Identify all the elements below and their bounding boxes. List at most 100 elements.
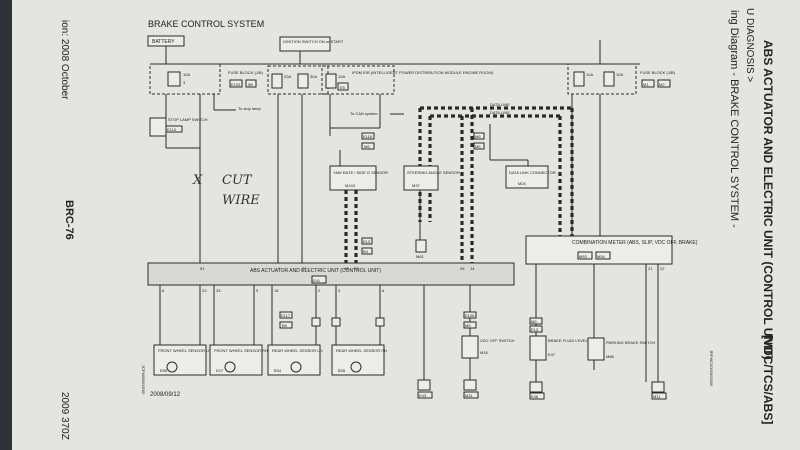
svg-text:M18: M18 (480, 350, 489, 355)
svg-text:M61: M61 (416, 254, 425, 259)
front-wheel-sensor-rh (209, 344, 263, 376)
svg-text:M11: M11 (653, 394, 661, 399)
svg-text:33: 33 (216, 288, 221, 293)
svg-text:M1: M1 (643, 82, 649, 87)
svg-text:E27: E27 (216, 368, 224, 373)
front-wheel-sensor-lh (153, 344, 207, 376)
svg-text:FRONT WHEEL SENSOR RH: FRONT WHEEL SENSOR RH (214, 348, 268, 353)
svg-text:E46: E46 (531, 394, 539, 399)
svg-text:M6: M6 (364, 144, 370, 149)
svg-text:2: 2 (318, 288, 321, 293)
svg-text:M88: M88 (606, 354, 615, 359)
ignition-label: IGNITION SWITCH ON or START (283, 39, 344, 44)
yaw-rate-sensor (329, 165, 377, 191)
binding-edge (0, 0, 12, 450)
parking-brake-switch (587, 337, 605, 361)
dlc-label: DATA LINK CONNECTOR (509, 170, 556, 175)
cut-text: CUT (222, 173, 253, 188)
svg-text:9: 9 (256, 288, 259, 293)
brake-fluid-level-switch (529, 335, 547, 361)
svg-text:E41: E41 (313, 278, 321, 283)
svg-text:M2: M2 (659, 82, 665, 87)
steering-angle-sensor (403, 165, 439, 191)
data-link-connector (505, 165, 549, 189)
svg-text:26: 26 (460, 266, 465, 271)
diagram-title: BRAKE CONTROL SYSTEM (148, 19, 264, 29)
svg-text:M6: M6 (531, 319, 537, 324)
left-code: JCFWB0000000 (141, 365, 146, 395)
svg-text:30A: 30A (310, 74, 317, 79)
svg-text:51: 51 (200, 266, 205, 271)
svg-text:18: 18 (274, 288, 279, 293)
svg-text:E43: E43 (419, 393, 427, 398)
svg-text:E103: E103 (231, 82, 241, 87)
ipdm-box (321, 65, 395, 95)
svg-text:M6: M6 (475, 134, 481, 139)
right-header-wiring: ing Diagram - BRAKE CONTROL SYSTEM - (728, 10, 740, 228)
edition-text: ion: 2008 October (59, 20, 70, 100)
meter-label: COMBINATION METER (ABS, SLIP, VDC OFF, B… (572, 240, 698, 246)
svg-text:B9: B9 (282, 323, 288, 328)
cut-mark: X (192, 173, 203, 188)
vdc-off-switch (461, 335, 479, 359)
svg-text:PARKING BRAKE SWITCH: PARKING BRAKE SWITCH (606, 340, 655, 345)
svg-text:E47: E47 (548, 352, 556, 357)
svg-text:25: 25 (354, 266, 359, 271)
svg-text:E110: E110 (167, 127, 177, 132)
ignition-switch-box (279, 36, 331, 52)
svg-text:1: 1 (278, 266, 281, 271)
yaw-label: YAW RATE / SIDE G SENSOR (333, 170, 388, 175)
fuse-block-right (567, 63, 637, 95)
wire-text: WIRE (222, 193, 260, 208)
svg-text:10A: 10A (338, 74, 345, 79)
fuse-group-mid (267, 65, 329, 95)
abs-actuator-unit (147, 262, 515, 286)
svg-text:M54: M54 (597, 254, 606, 259)
svg-text:10A: 10A (586, 72, 593, 77)
svg-text:5B: 5B (248, 82, 253, 87)
svg-text:E13: E13 (363, 239, 371, 244)
svg-text:M5: M5 (465, 323, 471, 328)
svg-text:14: 14 (470, 266, 475, 271)
right-header-diag: U DIAGNOSIS > (744, 8, 755, 82)
right-header-tag: [VDC/TCS/ABS] (761, 335, 775, 424)
to-stop-lamp: To stop lamp (238, 106, 261, 111)
svg-text:10A: 10A (183, 72, 190, 77)
svg-text:20A: 20A (284, 74, 291, 79)
svg-text:6: 6 (382, 288, 385, 293)
right-header-title: ABS ACTUATOR AND ELECTRIC UNIT (CONTROL … (761, 40, 775, 360)
stop-lamp-switch (149, 117, 167, 137)
svg-text:23: 23 (202, 288, 207, 293)
battery-label: BATTERY (152, 39, 175, 45)
svg-text:43: 43 (344, 266, 349, 271)
svg-text:REAR WHEEL SENSOR LH: REAR WHEEL SENSOR LH (272, 348, 323, 353)
ipdm-label: IPDM E/R (INTELLIGENT POWER DISTRIBUTION… (352, 70, 494, 75)
page-code: BRC-76 (63, 200, 75, 240)
svg-text:B3: B3 (363, 249, 369, 254)
svg-text:29: 29 (302, 266, 307, 271)
svg-text:M24: M24 (518, 181, 527, 186)
abs-unit-label: ABS ACTUATOR AND ELECTRIC UNIT (CONTROL … (250, 268, 381, 274)
svg-text:3: 3 (183, 80, 186, 85)
svg-text:B35: B35 (338, 368, 346, 373)
svg-text:FRONT WHEEL SENSOR LH: FRONT WHEEL SENSOR LH (158, 348, 211, 353)
paper-sheet (10, 0, 800, 450)
svg-text:E106: E106 (465, 313, 475, 318)
data-line-1: DATA LINE (490, 102, 510, 107)
fuse-block-left (149, 63, 221, 95)
svg-text:E117: E117 (281, 313, 291, 318)
svg-text:B34: B34 (274, 368, 282, 373)
steering-label: STEERING ANGLE SENSOR (407, 170, 460, 175)
svg-text:M37: M37 (412, 183, 421, 188)
svg-text:E5: E5 (340, 85, 346, 90)
corner-code: JRFWC0000000000 (709, 350, 714, 387)
svg-text:M11: M11 (465, 393, 473, 398)
svg-text:3: 3 (338, 288, 341, 293)
svg-text:M53: M53 (579, 254, 588, 259)
stop-lamp-label: STOP LAMP SWITCH (168, 117, 208, 122)
data-line-2: DATA LINE (490, 110, 510, 115)
svg-text:8: 8 (162, 288, 165, 293)
svg-text:E13: E13 (531, 327, 539, 332)
svg-text:21: 21 (648, 266, 653, 271)
fuse-block-right-label: FUSE BLOCK (J/B) (640, 70, 676, 75)
